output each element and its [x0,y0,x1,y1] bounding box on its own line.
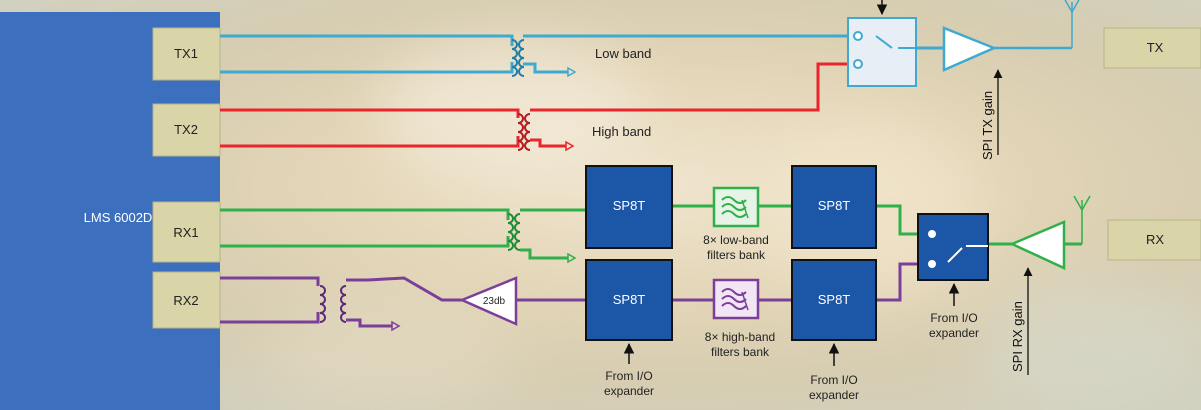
svg-text:SP8T: SP8T [818,292,851,307]
sp8t-switch-1: SP8T [585,165,673,249]
low-band-filter-icon [712,186,760,228]
svg-text:RX2: RX2 [173,293,198,308]
svg-text:TX1: TX1 [174,46,198,61]
tx-amplifier [942,26,998,72]
tx-output-box: TX [1103,27,1201,69]
tx1-term-arrow [567,66,577,78]
svg-text:TX: TX [1147,40,1164,55]
tx-switch-contacts [853,31,916,69]
svg-text:SP8T: SP8T [613,198,646,213]
svg-text:TX2: TX2 [174,122,198,137]
rx1-wires [220,204,1082,260]
transformer-rx1 [507,213,521,251]
port-tx2: TX2 [152,103,221,157]
spi-tx-gain-label: SPI TX gain [980,91,995,160]
lna-amplifier [458,276,518,326]
high-filter-label-line1: 8× high-band [705,330,775,344]
low-band-label: Low band [595,46,651,61]
io-right-line1: From I/O [810,373,857,387]
transformer-tx2 [517,113,531,151]
svg-text:RX1: RX1 [173,225,198,240]
high-filter-label-line2: filters bank [711,345,770,359]
transformer-tx1 [511,39,525,77]
io-right-line2: expander [809,388,859,402]
low-filter-label-line1: 8× low-band [703,233,769,247]
high-band-label: High band [592,124,651,139]
tx1-wires [220,34,848,74]
tx-antenna-icon [1064,0,1080,48]
port-rx1: RX1 [152,201,221,263]
tx2-wires [220,62,848,148]
port-tx1: TX1 [152,27,221,81]
svg-text:SP8T: SP8T [818,198,851,213]
port-rx2: RX2 [152,271,221,329]
chip-label: LMS 6002D [84,210,153,225]
lna-gain-label: 23db [483,296,506,307]
rx2-term-arrow [391,320,401,332]
svg-text:RX: RX [1146,232,1164,247]
io-left-line2: expander [604,384,654,398]
sp8t-switch-4: SP8T [791,259,877,341]
rx-antenna-icon [1073,195,1091,244]
io-rxsw-line2: expander [929,326,979,340]
rx1-term-arrow [567,252,577,264]
rx-amplifier [1008,220,1066,270]
svg-text:SP8T: SP8T [613,292,646,307]
low-filter-label-line2: filters bank [707,248,766,262]
spi-rx-gain-label: SPI RX gain [1010,301,1025,372]
io-rxsw-line1: From I/O [930,311,977,325]
rx-switch [917,213,989,281]
rx-output-box: RX [1107,219,1201,261]
rx2-wires [220,262,918,328]
sp8t-switch-2: SP8T [791,165,877,249]
sp8t-switch-3: SP8T [585,259,673,341]
tx2-term-arrow [565,140,575,152]
io-left-line1: From I/O [605,369,652,383]
tx-switch [847,17,917,87]
transformer-rx2 [319,285,347,323]
high-band-filter-icon [712,278,760,320]
